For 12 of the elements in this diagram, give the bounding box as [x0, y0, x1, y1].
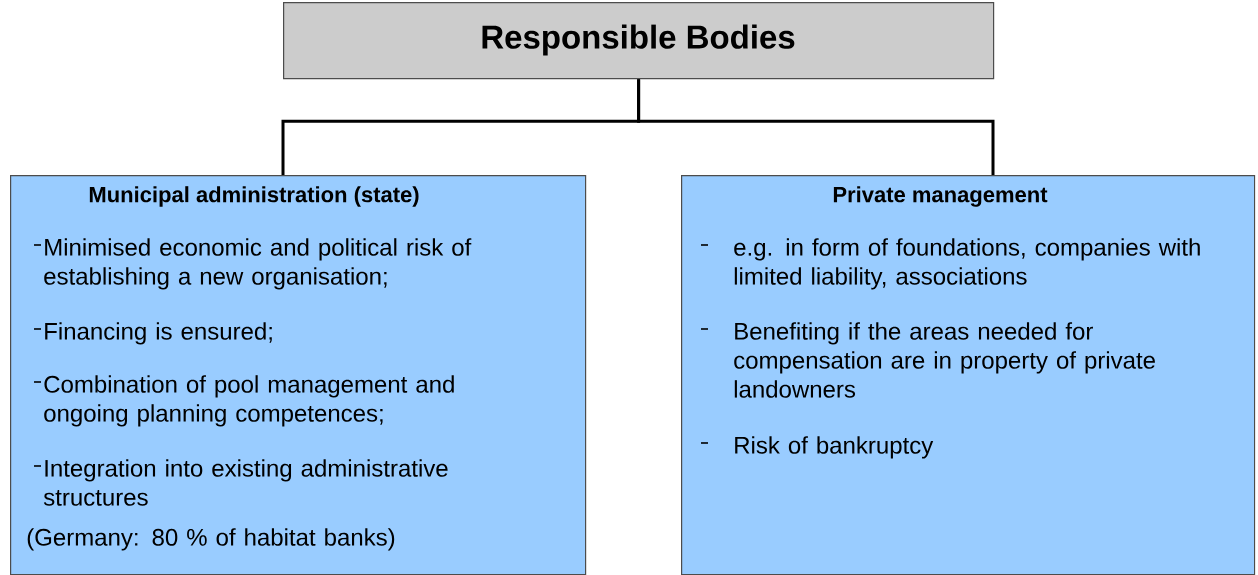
heading: Municipal administration (state) — [89, 186, 419, 207]
bullet-item: e.g. in form of foundations, companies with limited liability, associations — [700, 238, 1200, 290]
note-text: (Germany: 80 % of habitat banks) — [27, 528, 395, 551]
bullet-item: Financing is ensured; — [33, 322, 272, 345]
bullet-item: Risk of bankruptcy — [700, 436, 934, 459]
bullet-item: Benefiting if the areas needed for compensation are in property of private landowners — [700, 322, 1155, 398]
bullet-item: Integration into existing administrative structures — [33, 459, 448, 506]
title: Responsible Bodies — [482, 24, 795, 56]
bullet-item: Combination of pool management and ongoing planning competences; — [33, 375, 454, 427]
connector-line — [637, 79, 995, 175]
heading: Private management — [833, 186, 1048, 207]
bullet-item: Minimised economic and political risk of establishing a new organisation; — [33, 238, 472, 290]
